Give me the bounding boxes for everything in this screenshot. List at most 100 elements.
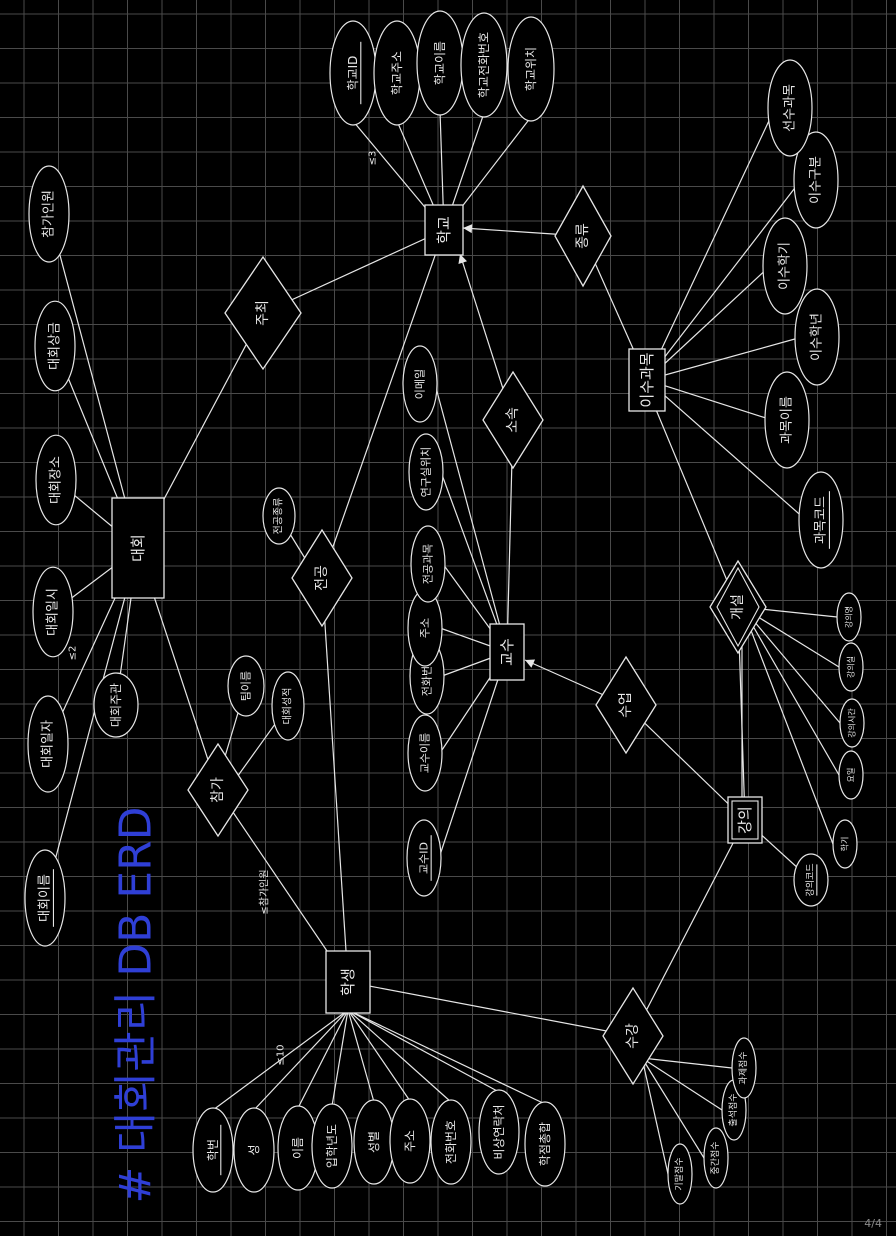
attr-competition-3-ellipse bbox=[35, 434, 77, 526]
attr-student-3: 입학년도 bbox=[325, 1124, 339, 1168]
entity-competition-box bbox=[111, 497, 165, 599]
entity-lecture-label: 강의 bbox=[736, 806, 754, 834]
page-indicator: 4/4 bbox=[864, 1217, 882, 1230]
attr-lecture-4: 강의실 bbox=[846, 656, 856, 678]
attr-course-2: 이수학년 bbox=[810, 313, 825, 361]
attr-lecture-2: 요일 bbox=[847, 768, 856, 783]
attr-course-0-ellipse bbox=[798, 471, 844, 569]
attr-course-4: 이수구분 bbox=[809, 156, 824, 204]
cardinality-school-students: ≤3 bbox=[368, 151, 379, 166]
attr-professor-5-ellipse bbox=[408, 433, 444, 511]
attr-student-4: 성별 bbox=[367, 1131, 381, 1153]
attr-school-0: 학교ID bbox=[346, 56, 360, 91]
attr-lecture-3: 강의시간 bbox=[847, 708, 857, 738]
attr-competition-1-ellipse bbox=[27, 695, 69, 793]
rel-teach-diamond bbox=[595, 655, 657, 755]
attr-competition-2: 대회일시 bbox=[46, 588, 61, 636]
rel-host-diamond bbox=[224, 255, 302, 371]
attr-course-0: 과목코드 bbox=[814, 496, 829, 544]
rel-host-label: 주최 bbox=[255, 300, 271, 326]
attr-student-0-ellipse bbox=[192, 1107, 234, 1193]
attr-student-2: 이름 bbox=[291, 1137, 305, 1159]
entity-lecture-box bbox=[727, 796, 763, 844]
attr-competition-5: 참가인원 bbox=[42, 190, 57, 238]
attr-professor-0: 교수ID bbox=[418, 842, 431, 874]
attr-professor-1-ellipse bbox=[407, 714, 443, 792]
rel-participate-diamond bbox=[187, 742, 249, 838]
attr-lecture-1: 학기 bbox=[840, 837, 850, 852]
attr-student-8: 학점총합 bbox=[538, 1122, 552, 1166]
attr-professor-6: 이메일 bbox=[413, 369, 427, 399]
rel-enroll-label: 수강 bbox=[625, 1023, 641, 1049]
attr-professor-6-ellipse bbox=[402, 345, 438, 423]
attr-enroll-0-ellipse bbox=[667, 1143, 693, 1205]
attr-participate-0-ellipse bbox=[227, 655, 265, 717]
attr-enroll-1: 중간점수 bbox=[709, 1141, 721, 1174]
attr-competition-6-ellipse bbox=[93, 672, 139, 738]
attr-lecture-0: 강의코드 bbox=[805, 863, 816, 896]
attr-enroll-2: 출석점수 bbox=[727, 1093, 739, 1126]
entity-student-label: 학생 bbox=[339, 968, 357, 996]
attr-major-0: 전공종류 bbox=[273, 498, 285, 535]
cardinality-competition-limit: ≤2 bbox=[68, 646, 79, 661]
entity-professor-box bbox=[489, 623, 525, 681]
attr-participate-0: 팀이름 bbox=[240, 671, 253, 701]
attr-professor-4: 전공과목 bbox=[422, 544, 435, 584]
attr-student-6: 전화번호 bbox=[444, 1120, 458, 1164]
attr-student-1-ellipse bbox=[233, 1107, 275, 1193]
attr-lecture-3-ellipse bbox=[839, 698, 865, 748]
attr-course-3: 이수학기 bbox=[778, 242, 793, 290]
attr-competition-0-ellipse bbox=[24, 849, 66, 947]
rel-kind-label: 종류 bbox=[575, 223, 591, 249]
entity-professor-label: 교수 bbox=[498, 638, 516, 666]
rel-belong-label: 소속 bbox=[505, 407, 521, 433]
attr-school-4-ellipse bbox=[507, 16, 555, 122]
attr-school-2: 학교이름 bbox=[433, 41, 447, 85]
rel-major-diamond bbox=[291, 528, 353, 628]
attr-student-7-ellipse bbox=[478, 1089, 520, 1175]
attr-school-3: 학교전화번호 bbox=[477, 32, 491, 98]
rel-participate-label: 참가 bbox=[210, 777, 226, 803]
rel-belong-diamond bbox=[482, 370, 544, 470]
attr-lecture-5: 강의명 bbox=[844, 606, 854, 628]
cardinality-student-enroll: ≤10 bbox=[276, 1044, 287, 1065]
attr-professor-1: 교수이름 bbox=[419, 733, 432, 773]
attr-competition-6: 대회주관 bbox=[109, 683, 123, 727]
rel-kind-diamond bbox=[554, 184, 612, 288]
entity-course-label: 이수과목 bbox=[638, 352, 656, 407]
attr-student-5-ellipse bbox=[389, 1098, 431, 1184]
rel-offer-label: 개설 bbox=[730, 594, 746, 620]
attr-student-6-ellipse bbox=[430, 1099, 472, 1185]
attr-lecture-5-ellipse bbox=[836, 592, 862, 642]
rel-major-label: 전공 bbox=[314, 565, 330, 591]
attr-competition-2-ellipse bbox=[32, 566, 74, 658]
attr-lecture-0-ellipse bbox=[793, 853, 829, 907]
attr-lecture-4-ellipse bbox=[838, 642, 864, 692]
attr-student-5: 주소 bbox=[403, 1130, 417, 1152]
rel-offer-diamond bbox=[709, 559, 767, 655]
attr-professor-4-ellipse bbox=[410, 525, 446, 603]
attr-course-5: 선수과목 bbox=[783, 84, 798, 132]
attr-course-4-ellipse bbox=[793, 131, 839, 229]
entity-school-label: 학교 bbox=[435, 216, 453, 244]
attr-lecture-1-ellipse bbox=[832, 819, 858, 869]
attr-professor-3: 주소 bbox=[419, 618, 432, 638]
attr-major-0-ellipse bbox=[262, 487, 296, 545]
attr-enroll-3-ellipse bbox=[731, 1037, 757, 1099]
attr-school-4: 학교위치 bbox=[524, 47, 538, 91]
cardinality-participants: ≤참가인원 bbox=[259, 869, 271, 914]
attr-professor-0-ellipse bbox=[406, 819, 442, 897]
entity-school-box bbox=[424, 204, 464, 256]
attr-competition-0: 대회이름 bbox=[38, 874, 53, 922]
attr-enroll-1-ellipse bbox=[703, 1127, 729, 1189]
attr-competition-4-ellipse bbox=[34, 300, 76, 392]
attr-school-1: 학교주소 bbox=[390, 51, 404, 95]
rel-enroll-diamond bbox=[602, 986, 664, 1086]
attr-competition-5-ellipse bbox=[28, 165, 70, 263]
attr-course-1-ellipse bbox=[764, 371, 810, 469]
attr-competition-4: 대회상금 bbox=[48, 322, 63, 370]
attr-enroll-0: 기말점수 bbox=[673, 1157, 685, 1190]
attr-enroll-3: 과제점수 bbox=[737, 1051, 749, 1084]
attr-competition-1: 대회일자 bbox=[41, 720, 56, 768]
attr-student-8-ellipse bbox=[524, 1101, 566, 1187]
